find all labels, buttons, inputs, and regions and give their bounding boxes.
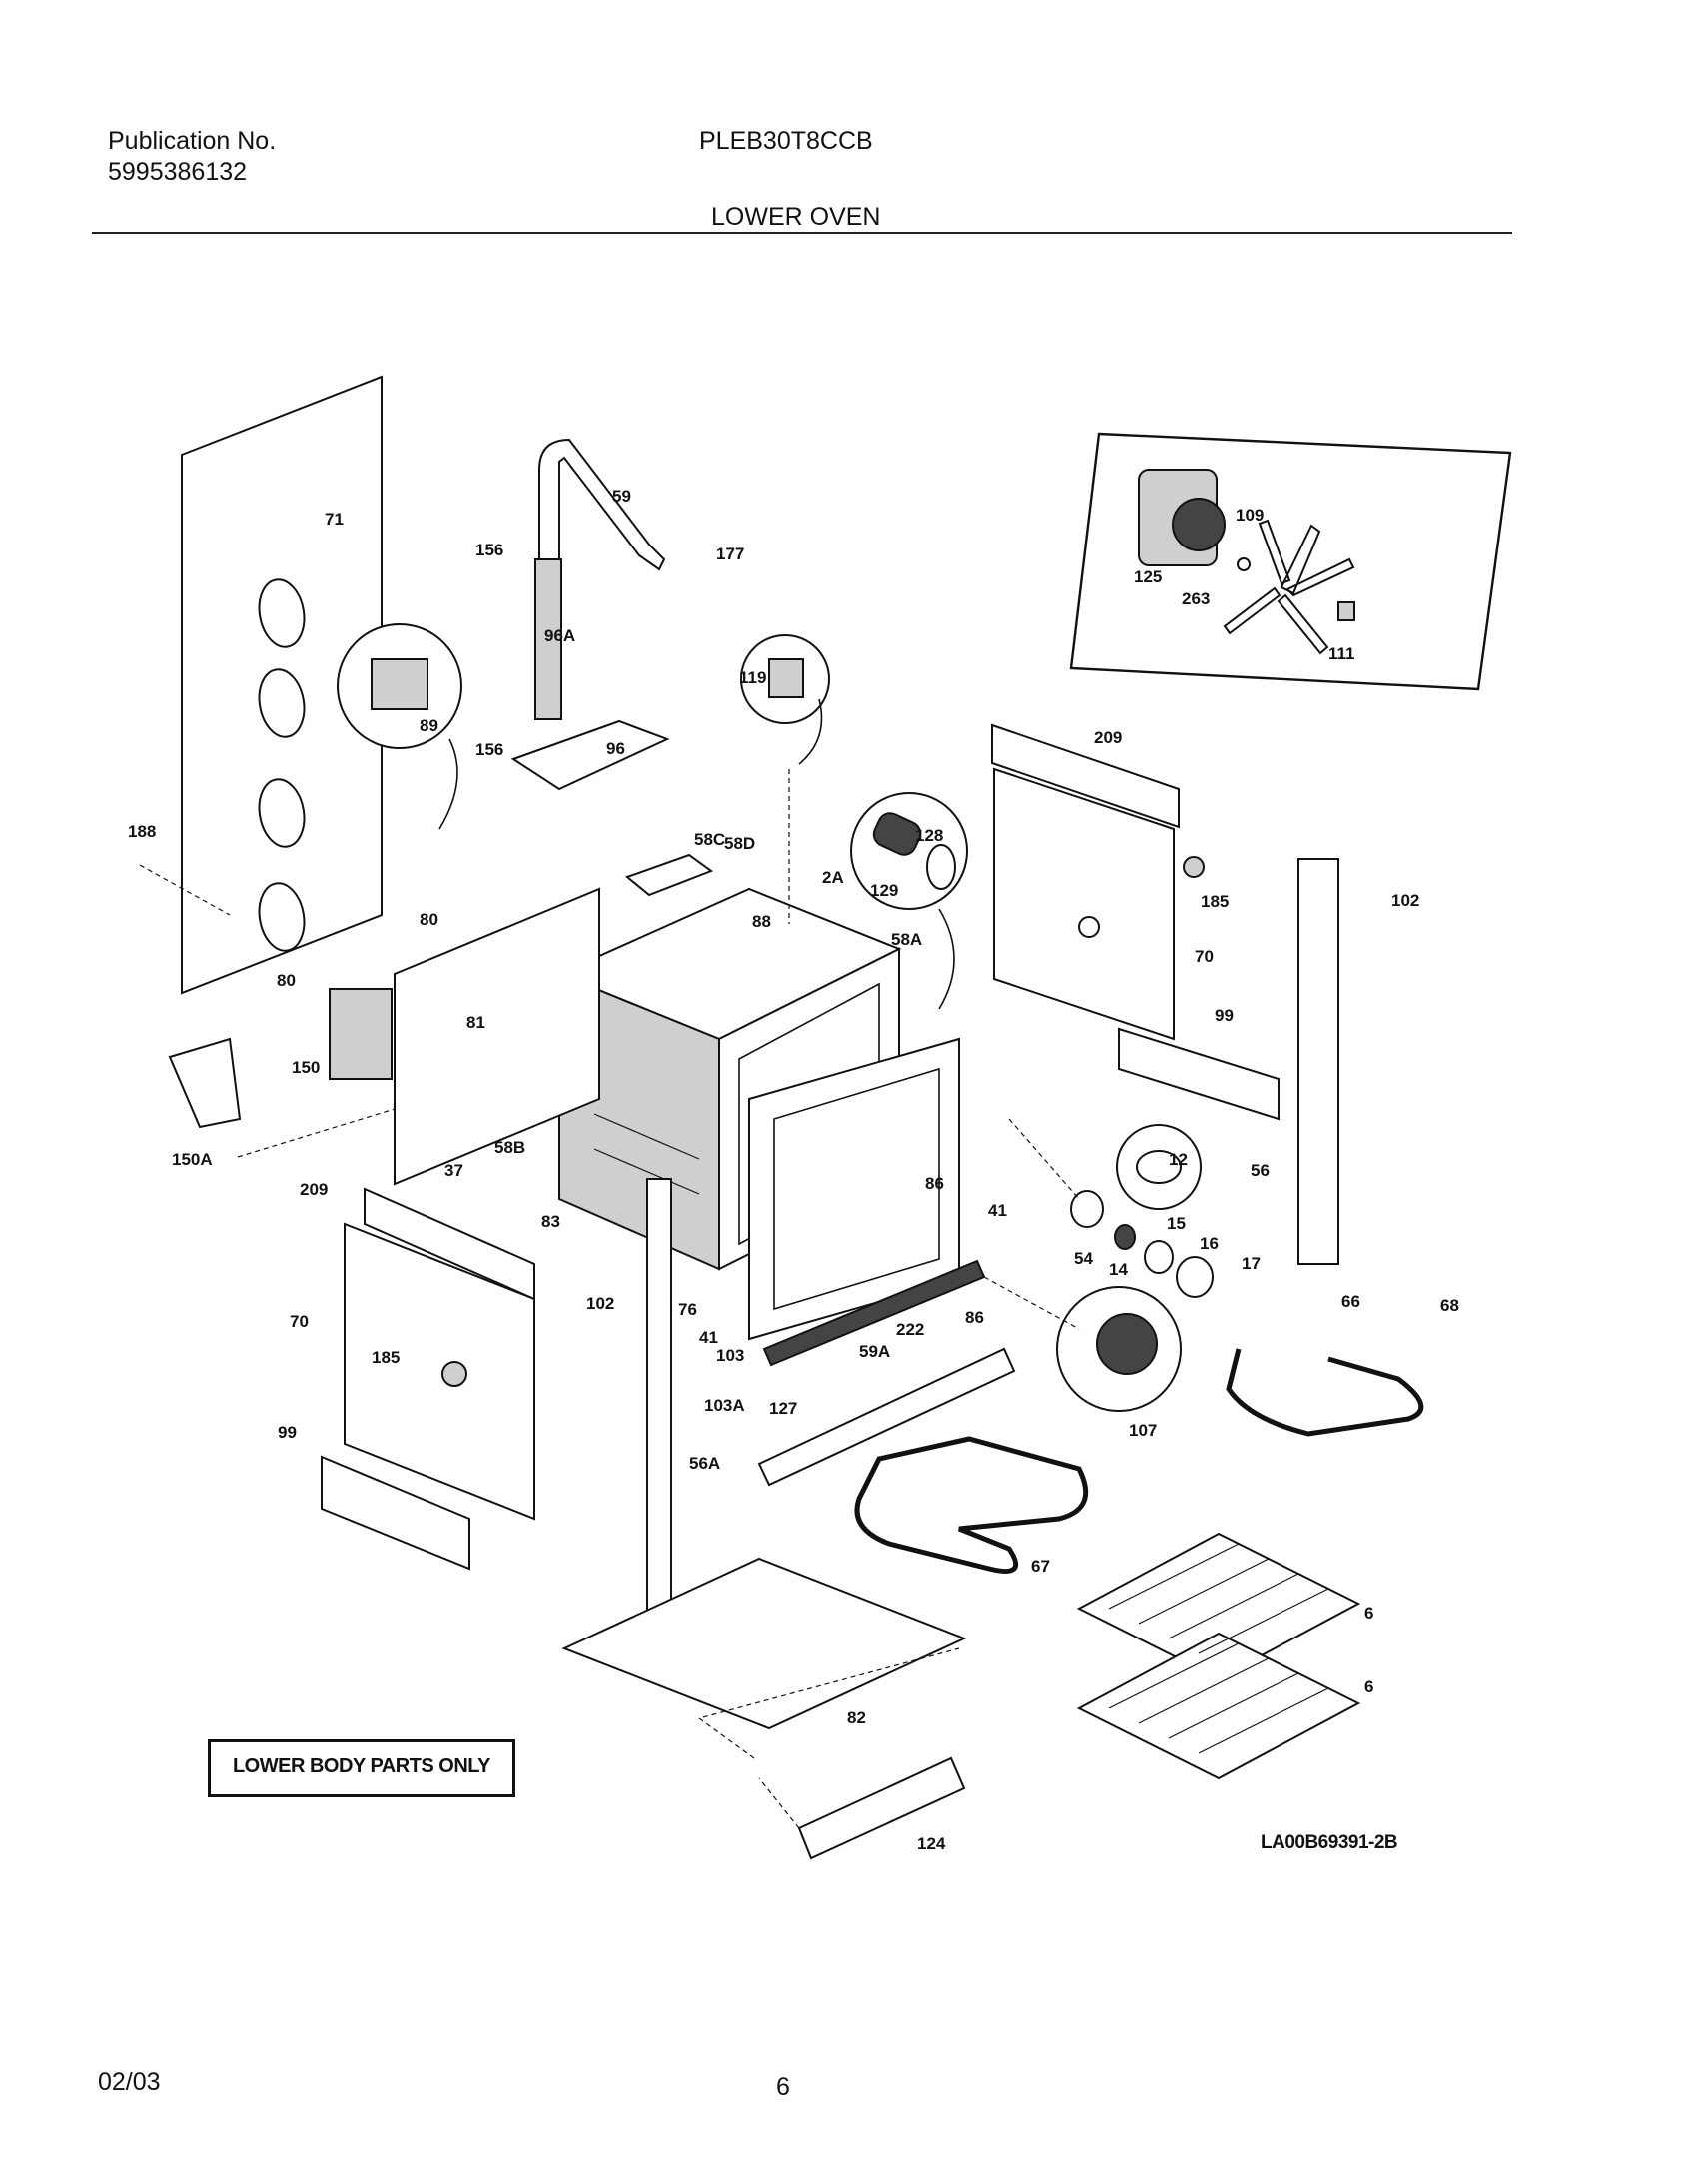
bake-element-67 (854, 1436, 1089, 1574)
part-label-41: 41 (988, 1201, 1007, 1220)
part-label-96a: 96A (544, 626, 575, 645)
convection-fan-inset (1069, 432, 1512, 691)
part-label-56: 56 (1251, 1161, 1270, 1180)
part-label-127: 127 (769, 1399, 797, 1418)
section-title: LOWER OVEN (711, 203, 881, 231)
part-label-70: 70 (1195, 947, 1214, 966)
vent-tube (510, 438, 670, 791)
part-label-156: 156 (475, 740, 503, 759)
left-side-panel (321, 1187, 535, 1571)
part-label-107: 107 (1129, 1421, 1157, 1440)
part-label-12: 12 (1169, 1150, 1188, 1169)
part-label-16: 16 (1200, 1234, 1219, 1253)
part-label-6: 6 (1364, 1604, 1373, 1623)
part-label-102: 102 (1391, 891, 1419, 910)
part-label-58c: 58C (694, 830, 725, 849)
part-label-150: 150 (292, 1058, 320, 1077)
part-label-17: 17 (1242, 1254, 1261, 1273)
part-label-80: 80 (277, 971, 296, 990)
drawer-124 (797, 1756, 966, 1860)
part-label-76: 76 (678, 1300, 697, 1319)
part-label-124: 124 (917, 1834, 946, 1853)
front-rail-56A (646, 1178, 672, 1639)
part-label-59: 59 (612, 487, 631, 506)
part-label-209: 209 (1094, 728, 1122, 747)
oven-racks (1076, 1532, 1361, 1780)
part-label-177: 177 (716, 545, 744, 563)
part-label-80: 80 (420, 910, 438, 929)
part-label-70: 70 (290, 1312, 309, 1331)
header-divider (92, 232, 1512, 234)
part-label-54: 54 (1074, 1249, 1093, 1268)
part-label-88: 88 (752, 912, 771, 931)
bracket-150A (168, 1037, 242, 1129)
footer-date: 02/03 (98, 2068, 161, 2096)
part-label-68: 68 (1440, 1296, 1459, 1315)
part-label-185: 185 (1201, 892, 1229, 911)
part-label-96: 96 (606, 739, 625, 758)
part-label-37: 37 (444, 1161, 463, 1180)
publication-label: Publication No. (108, 127, 277, 155)
note-text: LOWER BODY PARTS ONLY (232, 1755, 491, 1777)
part-label-129: 129 (870, 881, 898, 900)
part-label-109: 109 (1236, 506, 1264, 525)
transformer-150 (329, 988, 393, 1080)
part-label-119: 119 (739, 668, 766, 687)
part-label-128: 128 (915, 826, 943, 845)
part-label-86: 86 (925, 1174, 944, 1193)
part-label-188: 188 (128, 822, 156, 841)
part-label-81: 81 (466, 1013, 485, 1032)
part-label-56a: 56A (689, 1454, 720, 1473)
part-label-58a: 58A (891, 930, 922, 949)
part-label-156: 156 (475, 541, 503, 559)
part-label-185: 185 (372, 1348, 400, 1367)
part-label-58d: 58D (724, 834, 755, 853)
side-rail-56 (1297, 858, 1339, 1265)
part-label-83: 83 (541, 1212, 560, 1231)
part-label-89: 89 (420, 716, 438, 735)
part-label-14: 14 (1109, 1260, 1128, 1279)
part-label-150a: 150A (172, 1150, 213, 1169)
part-label-67: 67 (1031, 1557, 1050, 1576)
broil-element-66 (1226, 1348, 1424, 1437)
rear-frame (394, 887, 600, 1186)
part-label-58b: 58B (494, 1138, 525, 1157)
part-label-2a: 2A (822, 868, 844, 887)
part-label-99: 99 (278, 1423, 297, 1442)
part-label-125: 125 (1134, 567, 1162, 586)
part-label-263: 263 (1182, 589, 1210, 608)
publication-number: 5995386132 (108, 158, 248, 186)
part-label-15: 15 (1167, 1214, 1186, 1233)
part-label-71: 71 (325, 510, 344, 529)
footer-page-number: 6 (776, 2073, 790, 2101)
right-side-panel (991, 723, 1280, 1121)
part-label-209: 209 (300, 1180, 328, 1199)
lower-body-note: LOWER BODY PARTS ONLY (208, 1739, 515, 1797)
part-label-82: 82 (847, 1708, 866, 1727)
part-label-6: 6 (1364, 1677, 1373, 1696)
part-label-222: 222 (896, 1320, 924, 1339)
part-label-41: 41 (699, 1328, 718, 1347)
part-label-103a: 103A (704, 1396, 745, 1415)
part-label-86: 86 (965, 1308, 984, 1327)
part-label-111: 111 (1328, 644, 1355, 663)
trim-103A (757, 1347, 1016, 1487)
part-label-102: 102 (586, 1294, 614, 1313)
part-label-59a: 59A (859, 1342, 890, 1361)
reference-code: LA00B69391-2B (1261, 1832, 1398, 1853)
part-label-99: 99 (1215, 1006, 1234, 1025)
part-label-66: 66 (1341, 1292, 1360, 1311)
part-label-103: 103 (716, 1346, 744, 1365)
model-number: PLEB30T8CCB (699, 127, 873, 155)
oven-bottom-82 (561, 1557, 967, 1730)
back-panel-71 (181, 375, 383, 995)
